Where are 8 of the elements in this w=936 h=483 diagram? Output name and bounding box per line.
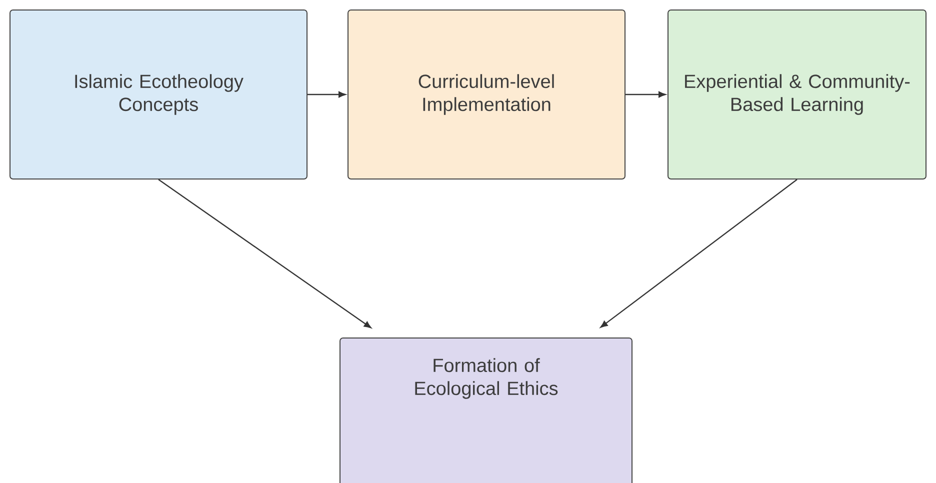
arrow (600, 179, 798, 328)
process-box: Curriculum-level Implementation (348, 10, 626, 180)
arrow (308, 91, 346, 98)
arrow (158, 179, 372, 328)
arrow (626, 91, 666, 98)
process-box: Islamic Ecotheology Concepts (10, 10, 308, 180)
process-box: Formation of Ecological Ethics (340, 338, 632, 483)
process-box: Experiential & Community-Based Learning (668, 10, 926, 180)
